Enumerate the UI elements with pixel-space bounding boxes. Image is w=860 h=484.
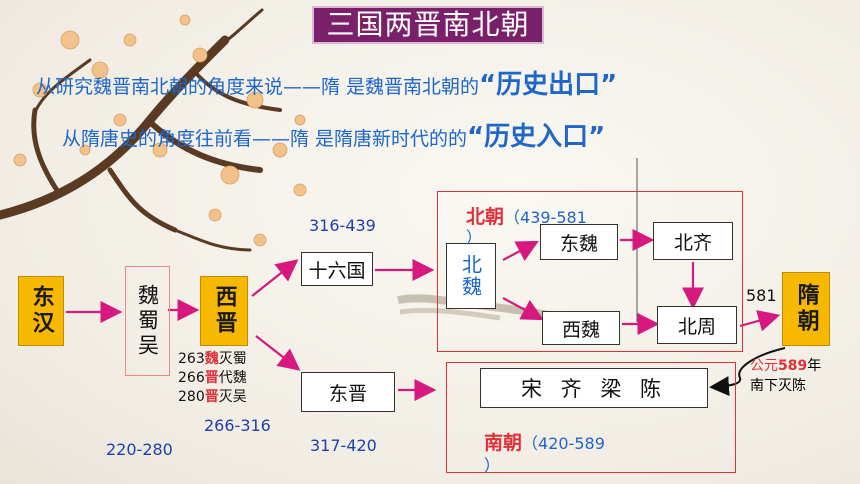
node-donghan: 东汉 (18, 276, 64, 346)
node-dongwei: 东魏 (540, 224, 618, 260)
arrow-beiwei-xiwei (502, 297, 544, 321)
nanchao-title: 南朝 (484, 432, 523, 454)
node-beizhou: 北周 (657, 306, 737, 344)
weishuwu-frame (125, 266, 170, 376)
nanchao-range-close: ） (484, 456, 501, 475)
year-three-kingdoms: 220-280 (106, 440, 173, 459)
nanchao-label: 南朝（420-589 (484, 428, 605, 455)
node-dongjin: 东晋 (301, 372, 395, 412)
events-list: 263魏灭蜀 266晋代魏 280晋灭吴 (178, 350, 247, 407)
year-dongjin: 317-420 (310, 436, 377, 455)
node-xijin: 西晋 (200, 276, 248, 346)
node-shiliuguo: 十六国 (301, 252, 373, 286)
sui-conquest-note: 公元589年 南下灭陈 (750, 358, 822, 394)
node-beiwei: 北魏 (446, 243, 496, 309)
beichao-frame (437, 191, 743, 352)
quote-history-entry: “历史入口” (467, 122, 606, 152)
subtitle-line-2-text: 从隋唐史的角度往前看——隋 是隋唐新时代的的 (62, 128, 468, 150)
node-xiwei: 西魏 (542, 311, 620, 345)
subtitle-line-1: 从研究魏晋南北朝的角度来说——隋 是魏晋南北朝的“历史出口” (36, 64, 617, 101)
arrow-beiwei-dongwei (502, 240, 539, 261)
year-shiliuguo: 316-439 (309, 216, 376, 235)
subtitle-line-1-text: 从研究魏晋南北朝的角度来说——隋 是魏晋南北朝的 (36, 76, 480, 98)
page-title: 三国两晋南北朝 (312, 6, 544, 44)
year-xijin: 266-316 (204, 416, 271, 435)
node-sui: 隋朝 (782, 272, 830, 346)
node-beiqi: 北齐 (653, 222, 733, 260)
subtitle-line-2: 从隋唐史的角度往前看——隋 是隋唐新时代的的“历史入口” (62, 116, 605, 153)
beichao-label: 北朝（439-581 (466, 202, 587, 229)
arrow-xijin-shiliuguo (251, 259, 299, 297)
nanchao-range: （420-589 (522, 434, 605, 453)
arrow-beizhou-sui (739, 310, 781, 332)
event-row: 280晋灭吴 (178, 389, 247, 405)
beichao-range-close: ） (466, 228, 483, 247)
quote-history-exit: “历史出口” (479, 70, 618, 100)
arrow-sui-conquers-chen (709, 347, 786, 397)
node-weishuwu: 魏蜀吴 (135, 283, 160, 359)
year-sui: 581 (746, 286, 777, 305)
event-row: 266晋代魏 (178, 370, 247, 386)
event-row: 263魏灭蜀 (178, 351, 247, 367)
arrow-xijin-dongjin (255, 335, 301, 371)
beichao-title: 北朝 (466, 206, 505, 228)
beichao-range: （439-581 (504, 208, 587, 227)
nanchao-frame (446, 362, 736, 473)
node-songqiliangchen: 宋 齐 梁 陈 (480, 368, 708, 408)
